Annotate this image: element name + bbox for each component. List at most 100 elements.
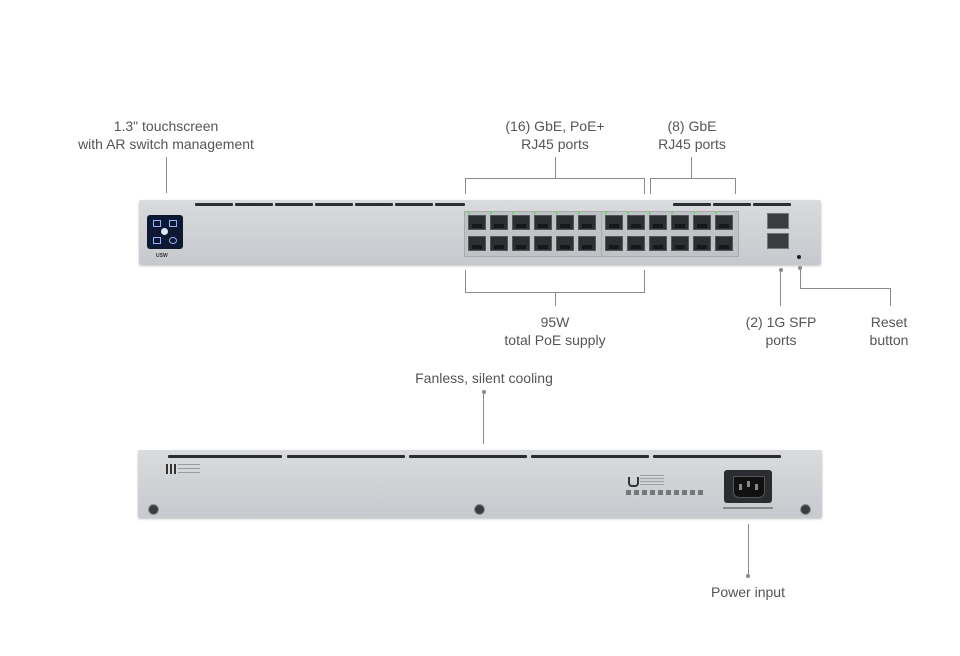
power-inlet-socket xyxy=(733,476,765,498)
touchscreen-icon xyxy=(169,237,177,244)
rj45-port[interactable] xyxy=(715,215,733,230)
switch-back-panel xyxy=(138,450,822,518)
power-label: Power input xyxy=(711,584,785,600)
vent xyxy=(168,455,282,458)
qr-code xyxy=(166,464,176,474)
vent xyxy=(653,455,781,458)
vent xyxy=(395,203,433,206)
sfp-leader xyxy=(780,270,781,306)
power-rating-text xyxy=(723,507,773,509)
serial-sticker xyxy=(178,464,200,476)
link-led xyxy=(715,212,717,214)
ubiquiti-logo-icon xyxy=(628,477,639,487)
vent xyxy=(195,203,233,206)
rj45-port[interactable] xyxy=(512,215,530,230)
gbe-ports-bracket-stem xyxy=(691,157,692,178)
rj45-port[interactable] xyxy=(693,236,711,251)
poe-ports-bracket-right xyxy=(644,178,645,194)
vent xyxy=(409,455,527,458)
rj45-port[interactable] xyxy=(649,215,667,230)
reset-leader xyxy=(800,268,801,288)
poe-supply-bracket-right xyxy=(644,270,645,292)
rj45-port[interactable] xyxy=(534,236,552,251)
rj45-port[interactable] xyxy=(605,215,623,230)
vent xyxy=(435,203,465,206)
rj45-port[interactable] xyxy=(671,215,689,230)
touchscreen-leader xyxy=(166,157,167,193)
vent xyxy=(355,203,393,206)
device-logo: USW xyxy=(156,253,168,259)
rj45-port[interactable] xyxy=(468,236,486,251)
rj45-port[interactable] xyxy=(605,236,623,251)
link-led xyxy=(556,212,558,214)
screw xyxy=(475,505,484,514)
touchscreen-icon xyxy=(153,220,161,227)
touchscreen-icon xyxy=(169,220,177,227)
rj45-port[interactable] xyxy=(556,236,574,251)
reset-button[interactable] xyxy=(797,255,801,259)
reset-leader-drop xyxy=(890,288,891,306)
vent xyxy=(531,455,649,458)
switch-front-panel: USW xyxy=(139,200,821,265)
gbe-ports-bracket-right xyxy=(735,178,736,194)
screw xyxy=(801,505,810,514)
rj45-port[interactable] xyxy=(649,236,667,251)
rj45-port[interactable] xyxy=(490,215,508,230)
rj45-port[interactable] xyxy=(715,236,733,251)
link-led xyxy=(671,212,673,214)
rj45-port[interactable] xyxy=(627,236,645,251)
rj45-port[interactable] xyxy=(627,215,645,230)
power-leader-dot xyxy=(746,574,750,578)
screw xyxy=(149,505,158,514)
gbe-ports-bracket xyxy=(650,178,736,179)
poe-ports-bracket-stem xyxy=(555,157,556,178)
touchscreen-center-icon xyxy=(161,228,168,235)
gbe-ports-bracket-left xyxy=(650,178,651,194)
power-pin xyxy=(755,484,758,490)
power-pin xyxy=(747,481,750,487)
sfp-port[interactable] xyxy=(767,213,789,229)
vent xyxy=(713,203,751,206)
rj45-port[interactable] xyxy=(578,215,596,230)
touchscreen-icon xyxy=(153,237,161,244)
reset-leader-horizontal xyxy=(800,288,891,289)
rj45-port[interactable] xyxy=(578,236,596,251)
rj45-port[interactable] xyxy=(490,236,508,251)
sfp-leader-dot xyxy=(779,268,783,272)
vent xyxy=(673,203,711,206)
power-inlet[interactable] xyxy=(724,470,772,503)
link-led xyxy=(627,212,629,214)
regulatory-text xyxy=(640,475,664,487)
poe-ports-bracket-left xyxy=(465,178,466,194)
rj45-port[interactable] xyxy=(671,236,689,251)
link-led xyxy=(490,212,492,214)
touchscreen[interactable] xyxy=(147,215,183,249)
link-led xyxy=(605,212,607,214)
vent xyxy=(235,203,273,206)
rj45-port[interactable] xyxy=(556,215,574,230)
link-led xyxy=(649,212,651,214)
certification-marks xyxy=(626,490,704,495)
poe-supply-bracket-left xyxy=(465,270,466,292)
link-led xyxy=(534,212,536,214)
poe-ports-label: (16) GbE, PoE+RJ45 ports xyxy=(505,118,605,152)
rj45-port[interactable] xyxy=(468,215,486,230)
poe-port-group xyxy=(464,211,602,257)
link-led xyxy=(468,212,470,214)
rj45-port[interactable] xyxy=(534,215,552,230)
power-leader xyxy=(748,524,749,576)
poe-ports-bracket xyxy=(465,178,645,179)
rj45-port[interactable] xyxy=(693,215,711,230)
rj45-port[interactable] xyxy=(512,236,530,251)
sfp-port[interactable] xyxy=(767,233,789,249)
cooling-label: Fanless, silent cooling xyxy=(415,370,553,386)
power-pin xyxy=(739,484,742,490)
gbe-port-group xyxy=(601,211,739,257)
vent xyxy=(275,203,313,206)
vent xyxy=(315,203,353,206)
cooling-leader xyxy=(483,392,484,444)
